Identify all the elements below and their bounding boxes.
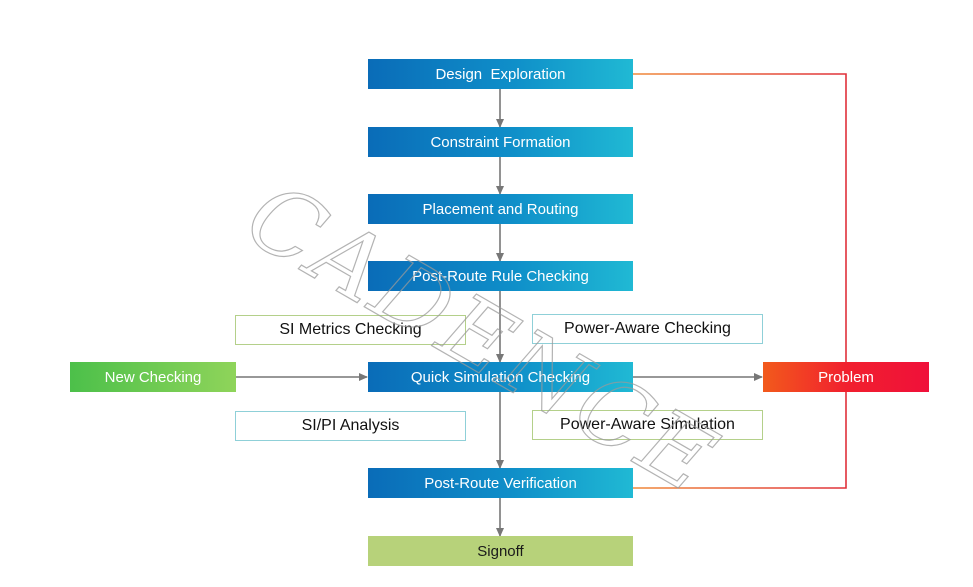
- power-aware-checking-box: Power-Aware Checking: [532, 314, 763, 344]
- feedback-line-post-route-verification: [633, 391, 847, 489]
- si-pi-analysis-box: SI/PI Analysis: [235, 411, 466, 441]
- new-checking-label: New Checking: [104, 368, 202, 386]
- post-route-rule-checking-label: Post-Route Rule Checking: [412, 267, 589, 285]
- si-metrics-checking-box: SI Metrics Checking: [235, 315, 466, 345]
- constraint-formation-label: Constraint Formation: [430, 133, 571, 151]
- power-aware-simulation-box: Power-Aware Simulation: [532, 410, 763, 440]
- problem-label: Problem: [818, 368, 874, 386]
- signoff-box: Signoff: [368, 536, 633, 566]
- feedback-line-design-exploration: [633, 73, 847, 363]
- post-route-rule-checking-box: Post-Route Rule Checking: [368, 261, 633, 291]
- new-checking-box: New Checking: [70, 362, 236, 392]
- placement-routing-label: Placement and Routing: [422, 200, 579, 218]
- si-metrics-checking-label: SI Metrics Checking: [279, 321, 422, 338]
- signoff-label: Signoff: [477, 542, 524, 560]
- design-exploration-box: Design Exploration: [368, 59, 633, 89]
- design-exploration-label: Design Exploration: [435, 65, 566, 83]
- post-route-verification-box: Post-Route Verification: [368, 468, 633, 498]
- post-route-verification-label: Post-Route Verification: [424, 474, 577, 492]
- constraint-formation-box: Constraint Formation: [368, 127, 633, 157]
- power-aware-checking-label: Power-Aware Checking: [564, 320, 731, 337]
- power-aware-simulation-label: Power-Aware Simulation: [560, 416, 735, 433]
- quick-simulation-checking-box: Quick Simulation Checking: [368, 362, 633, 392]
- placement-routing-box: Placement and Routing: [368, 194, 633, 224]
- problem-box: Problem: [763, 362, 929, 392]
- quick-simulation-checking-label: Quick Simulation Checking: [410, 368, 591, 386]
- si-pi-analysis-label: SI/PI Analysis: [301, 417, 400, 434]
